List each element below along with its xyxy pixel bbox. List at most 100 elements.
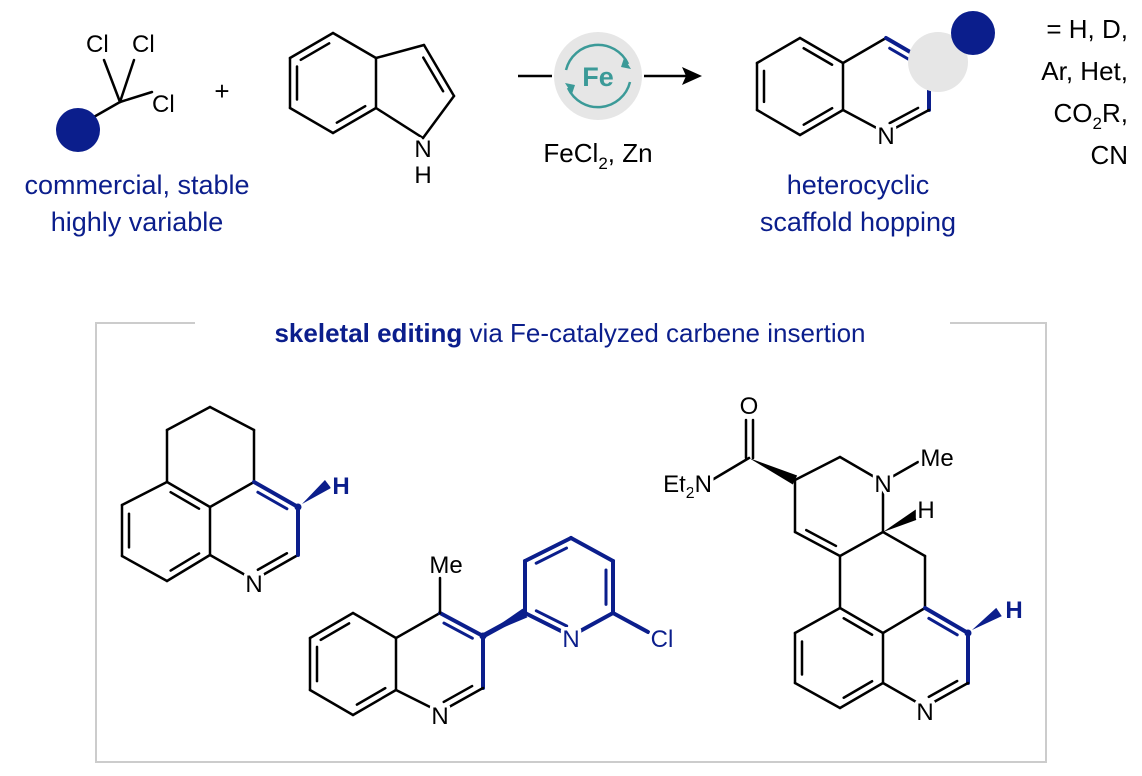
single-bond: [208, 480, 256, 509]
single-bond: [421, 94, 456, 140]
single-bond: [881, 530, 927, 558]
single-bond: [394, 611, 442, 640]
plus-sign: +: [214, 76, 229, 106]
single-bond: [838, 455, 885, 484]
ex3-amide-label: Et2N: [663, 471, 712, 502]
double-bond-inner: [169, 490, 201, 510]
et-sub: 2: [686, 485, 695, 502]
box-title-rest: via Fe-catalyzed carbene insertion: [462, 318, 865, 348]
double-bond: [884, 108, 931, 135]
double-bond: [165, 480, 212, 509]
single-bond: [90, 100, 122, 120]
ex3-h2-label: H: [1005, 597, 1022, 624]
co2r-main: CO: [1054, 98, 1093, 128]
double-bond: [838, 681, 885, 710]
cl-label-3: Cl: [152, 91, 175, 118]
double-bond: [523, 536, 573, 563]
substituent-dot: [56, 108, 100, 152]
double-bond: [438, 611, 485, 638]
double-bond: [798, 108, 845, 137]
ex2-n-label: N: [431, 703, 448, 730]
single-bond: [118, 58, 136, 104]
double-bond: [165, 553, 212, 583]
double-bond-inner: [842, 679, 874, 699]
catalyst-label: Fe: [582, 62, 614, 92]
cl-label-2: Cl: [132, 31, 155, 58]
substituent-line-1: = H, D,: [1046, 14, 1128, 44]
reagent-main: FeCl: [543, 138, 598, 168]
double-bond-inner: [534, 609, 569, 628]
single-bond: [838, 530, 885, 558]
indole-n-label: N: [414, 136, 431, 163]
double-bond-inner: [927, 616, 959, 637]
double-bond: [793, 530, 842, 558]
box-title: skeletal editing via Fe-catalyzed carben…: [274, 318, 865, 348]
double-bond-inner: [442, 621, 474, 640]
bond-layer: [90, 31, 1002, 717]
double-bond: [288, 31, 335, 60]
ex2-pyridine-n-label: N: [562, 626, 579, 653]
product-substituent-dot: [951, 11, 995, 55]
single-bond: [569, 611, 615, 638]
single-bond: [118, 90, 154, 104]
carbon-insertion-dot: [479, 632, 487, 640]
ex1-n-label: N: [245, 571, 262, 598]
single-bond: [841, 108, 888, 135]
et-main: Et: [663, 471, 686, 498]
ex3-ring-n-label: N: [916, 699, 933, 726]
reagent-caption-1: commercial, stable: [24, 170, 249, 200]
double-bond-inner: [802, 46, 834, 66]
double-bond: [438, 686, 485, 714]
carbon-insertion-dot: [294, 503, 302, 511]
ex2-cl-label: Cl: [651, 626, 674, 653]
double-bond-inner: [422, 56, 445, 93]
ex3-me-label: Me: [920, 445, 953, 472]
single-bond: [308, 688, 355, 717]
single-bond: [881, 460, 920, 484]
double-bond-inner: [805, 528, 838, 548]
ex3-o-label: O: [740, 393, 759, 420]
ex2-me-label: Me: [429, 552, 462, 579]
indole-h-label: H: [414, 162, 431, 189]
wedge-bond: [883, 509, 921, 532]
single-bond: [394, 688, 442, 714]
double-bond-inner: [802, 106, 834, 126]
double-bond-inner: [299, 42, 331, 62]
cycle-arc-bottom-icon: [566, 81, 632, 109]
reagent-tail: , Zn: [608, 138, 653, 168]
double-bond-inner: [442, 684, 474, 704]
double-bond: [252, 553, 300, 582]
bold-bond: [480, 610, 528, 639]
double-bond: [422, 43, 456, 98]
double-bond-inner: [256, 552, 289, 572]
wedge-bond: [972, 607, 1002, 630]
single-bond: [165, 405, 212, 432]
single-bond: [208, 405, 256, 432]
cycle-arrowhead-icon: [621, 58, 631, 69]
single-bond: [793, 606, 842, 635]
double-bond-inner: [169, 552, 201, 572]
single-bond: [120, 554, 169, 583]
cycle-arrowhead-icon: [565, 83, 575, 94]
single-bond: [374, 106, 425, 140]
product-caption-1: heterocyclic: [787, 170, 930, 200]
arrow-head: [682, 67, 702, 85]
product-n-label: N: [877, 123, 894, 150]
co2r-tail: R,: [1102, 98, 1128, 128]
wedge-bond: [749, 458, 798, 485]
single-bond: [102, 58, 122, 104]
single-bond: [569, 536, 615, 563]
product-highlight: [908, 32, 968, 92]
product-caption-2: scaffold hopping: [760, 207, 956, 237]
et-tail: N: [695, 471, 712, 498]
single-bond: [288, 106, 335, 135]
double-bond-inner: [927, 679, 959, 699]
double-bond-inner: [842, 617, 874, 637]
single-bond: [755, 108, 802, 137]
carbon-insertion-dot: [964, 629, 972, 637]
ex3-n-label: N: [874, 471, 891, 498]
substituent-line-4: CN: [1090, 140, 1128, 170]
double-bond: [838, 606, 885, 635]
substituent-line-2: Ar, Het,: [1041, 56, 1128, 86]
